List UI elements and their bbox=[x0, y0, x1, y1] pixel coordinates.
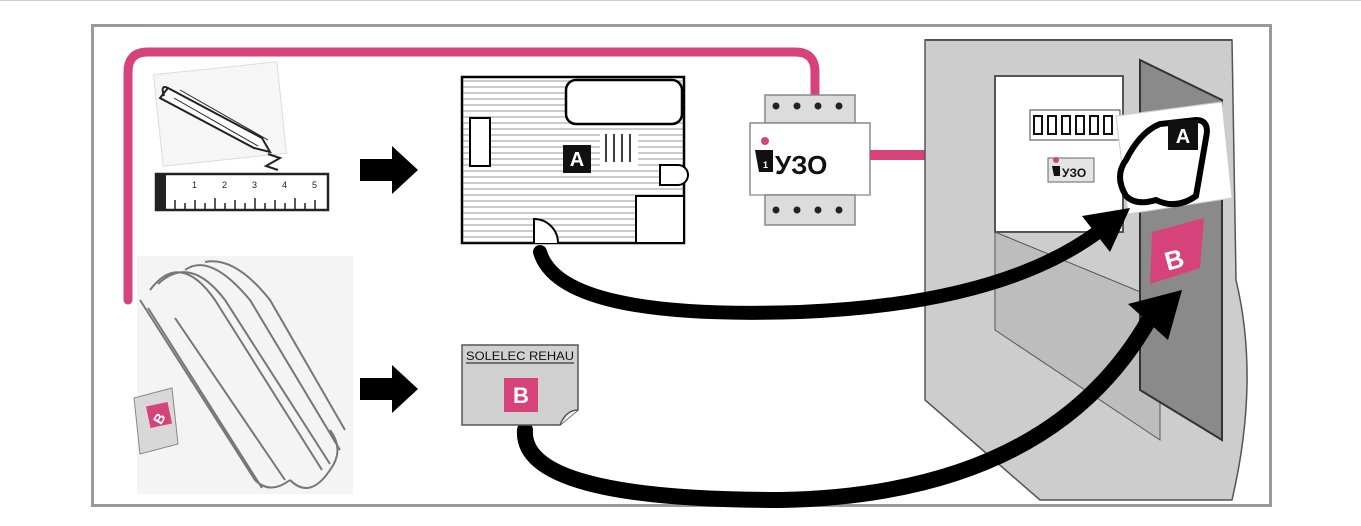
rcd-label: УЗО bbox=[775, 150, 827, 180]
ruler-icon: 1 2 3 4 5 bbox=[154, 172, 330, 212]
floor-plan-icon: A bbox=[460, 75, 689, 245]
ruler-tick-label: 1 bbox=[192, 180, 197, 190]
ruler-tick-label: 2 bbox=[222, 180, 227, 190]
curved-arrow-icon bbox=[516, 208, 1182, 509]
marker-a-badge bbox=[563, 145, 591, 173]
pink-connector-line bbox=[123, 47, 820, 305]
ruler-tick-label: 3 bbox=[252, 180, 257, 190]
ruler-tick-label: 5 bbox=[312, 180, 317, 190]
top-divider bbox=[0, 0, 1361, 1]
pencil-icon bbox=[158, 86, 283, 171]
marker-a-label: A bbox=[570, 149, 584, 171]
rcd-pole-number: 1 bbox=[763, 160, 768, 170]
heating-mat-icon: B bbox=[133, 256, 353, 494]
doc-header: SOLELEC REHAU bbox=[466, 349, 574, 363]
document-icon: SOLELEC REHAU B bbox=[461, 344, 579, 426]
ruler-tick-label: 4 bbox=[282, 180, 287, 190]
document-a-sheet: A bbox=[1115, 101, 1233, 215]
pencil-ruler-icon: 1 2 3 4 5 bbox=[152, 61, 330, 212]
rcd-small-label: УЗО bbox=[1062, 166, 1086, 180]
doc-b-label: B bbox=[513, 383, 529, 408]
arrow-right-icon bbox=[360, 146, 418, 194]
cabinet-icon: УЗО B A bbox=[924, 39, 1248, 501]
rcd-breaker-icon: 1 УЗО bbox=[749, 94, 871, 226]
arrow-right-icon bbox=[360, 365, 418, 413]
marker-b-tag bbox=[1150, 218, 1204, 284]
doc-a-label: A bbox=[1176, 126, 1190, 148]
